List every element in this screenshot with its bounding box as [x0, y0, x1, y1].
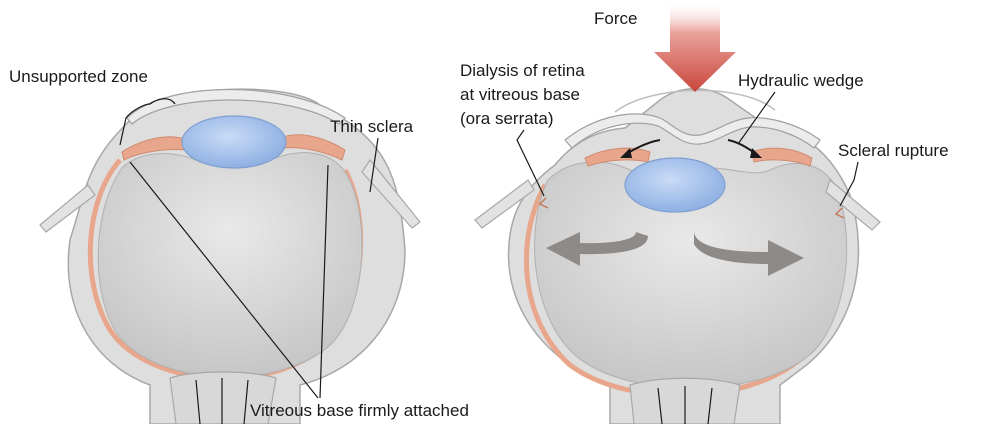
label-dialysis-1: Dialysis of retina	[460, 61, 585, 80]
label-hydraulic-wedge: Hydraulic wedge	[738, 71, 864, 90]
right-lens	[625, 158, 725, 212]
label-force: Force	[594, 9, 637, 28]
label-thin-sclera: Thin sclera	[330, 117, 414, 136]
label-dialysis-2: at vitreous base	[460, 85, 580, 104]
label-dialysis-3: (ora serrata)	[460, 109, 554, 128]
right-eye	[475, 89, 880, 424]
label-vitreous-base: Vitreous base firmly attached	[250, 401, 469, 420]
left-lens	[182, 116, 286, 168]
force-arrow	[654, 0, 736, 92]
label-scleral-rupture: Scleral rupture	[838, 141, 949, 160]
left-eye	[40, 89, 420, 424]
label-unsupported-zone: Unsupported zone	[9, 67, 148, 86]
